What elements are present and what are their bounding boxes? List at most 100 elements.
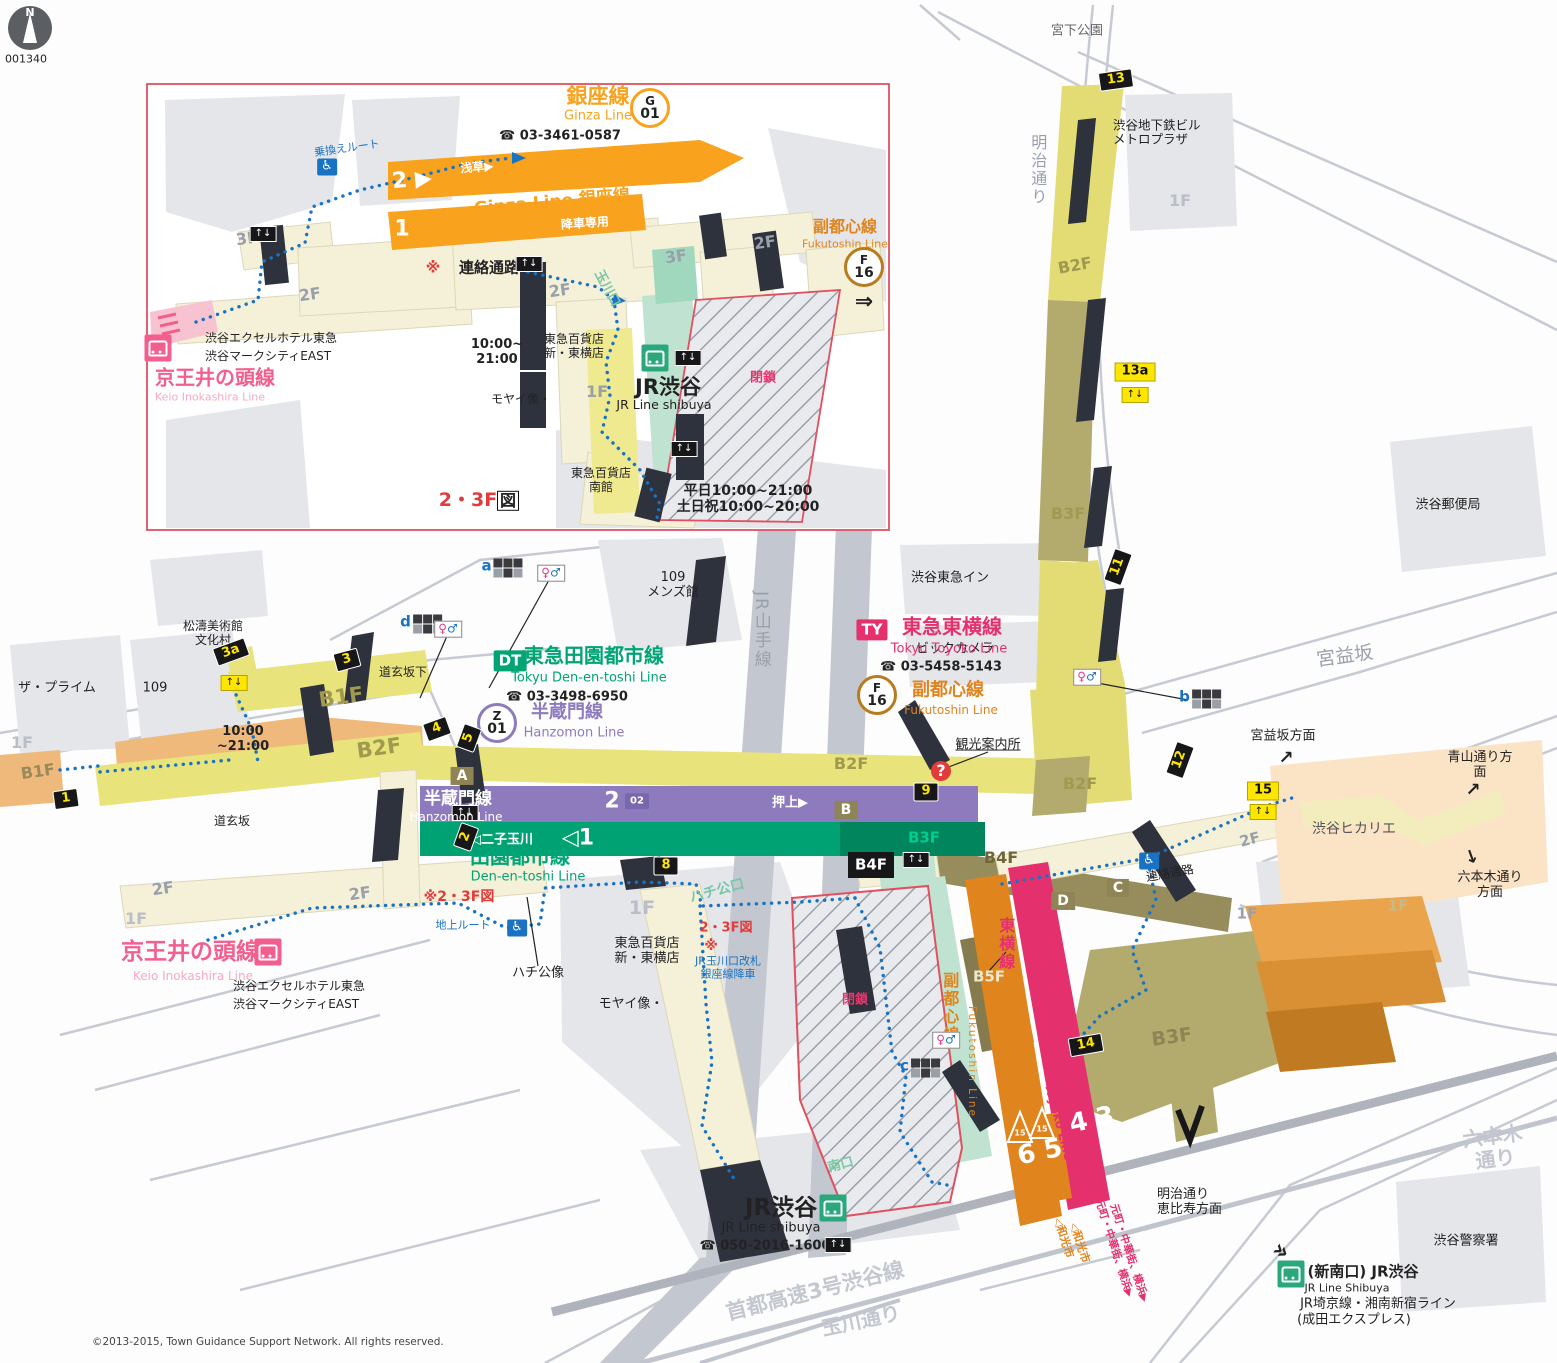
dogenzaka-shita: 道玄坂下 bbox=[378, 665, 428, 680]
female-icon: ♀ bbox=[438, 621, 448, 636]
facility-badge-c: c bbox=[900, 1058, 940, 1078]
figure-ref-center: 2・3F図 bbox=[699, 920, 753, 936]
escalator-icon: ↑↓ bbox=[674, 350, 702, 366]
oshiage: 押上▶ bbox=[772, 795, 808, 811]
escalator-icon: ↑↓ bbox=[902, 852, 930, 868]
tokyu-dept-main: 東急百貨店 新・東横店 bbox=[614, 936, 680, 966]
bldg-109: 109 bbox=[142, 680, 168, 696]
inset-hotel-1: 渋谷エクセルホテル東急 bbox=[205, 331, 338, 346]
corridor-badge-a: A bbox=[450, 766, 474, 786]
meiji-dori: 明治通り bbox=[1028, 134, 1048, 206]
inset-ginza-title: 銀座線 bbox=[566, 83, 630, 108]
corridor-badge-d: D bbox=[1051, 891, 1075, 911]
compass-n-label: N bbox=[25, 6, 35, 19]
female-icon: ♀ bbox=[936, 1032, 946, 1047]
hanzomon-band bbox=[420, 786, 978, 822]
badge-ty: TY bbox=[856, 619, 888, 641]
inset-renraku: 連絡通路 bbox=[458, 258, 520, 277]
escalator-icon: ↑↓ bbox=[670, 441, 698, 457]
train-glyph bbox=[823, 1200, 843, 1216]
inset-fukutoshin-arrow: ⇒ bbox=[854, 289, 874, 315]
restroom-icon: ♀♂ bbox=[1073, 668, 1101, 686]
restroom-icon: ♀♂ bbox=[537, 564, 565, 582]
jr-main-tel: ☎ 050-2016-1600 bbox=[699, 1238, 831, 1254]
male-icon: ♂ bbox=[945, 1032, 956, 1047]
inset-jr-shibuya-en: JR Line shibuya bbox=[616, 396, 712, 412]
inset-hours: 平日10:00~21:00 土日祝10:00~20:00 bbox=[676, 482, 820, 515]
compass-needle-icon bbox=[23, 13, 37, 43]
tokyu-inn: 渋谷東急イン bbox=[910, 570, 990, 586]
bldg-109-mens: 109 メンズ館 bbox=[647, 570, 699, 600]
floor-b5f: B5F bbox=[972, 967, 1006, 986]
fukutoshin-title: 副都心線 bbox=[912, 679, 984, 701]
fukutoshin-vertical: 副都心線 bbox=[940, 972, 960, 1044]
exit-8: 8 bbox=[654, 857, 678, 875]
male-icon: ♂ bbox=[1086, 669, 1097, 684]
train-glyph bbox=[645, 350, 665, 366]
wheelchair-icon: ♿ bbox=[317, 158, 337, 176]
arrow-miyamasu: ↗ bbox=[1278, 747, 1294, 769]
fukutoshin-en: Fukutoshin Line bbox=[904, 703, 998, 718]
hotel-main-2: 渋谷マークシティEAST bbox=[233, 997, 360, 1012]
newsouth-line2: (成田エクスプレス) bbox=[1297, 1312, 1411, 1328]
floor-2f-midleft: 2F bbox=[347, 882, 373, 905]
hachiko-statue: ハチ公像 bbox=[511, 965, 565, 981]
keio-train-icon-main bbox=[254, 938, 282, 966]
ty-tel: ☎ 03-5458-5143 bbox=[880, 659, 1002, 675]
jr-train-icon-inset bbox=[641, 344, 669, 372]
exit-9: 9 bbox=[914, 783, 938, 801]
jr-train-icon-main bbox=[819, 1194, 847, 1222]
inset-platform1: 1 bbox=[394, 216, 410, 242]
wheelchair-icon: ♿ bbox=[507, 919, 527, 937]
inset-ginza-tel: ☎ 03-3461-0587 bbox=[499, 128, 621, 144]
inset-figure-zu: 図 bbox=[496, 490, 520, 512]
corridor-badge-c: C bbox=[1106, 878, 1130, 898]
hotel-main-1: 渋谷エクセルホテル東急 bbox=[233, 979, 366, 994]
barrier-free-routes bbox=[58, 686, 1294, 1188]
floor-b3f-band: B3F bbox=[907, 828, 941, 847]
toyoko-platform bbox=[1008, 862, 1110, 1210]
ground-route: 地上ルート bbox=[435, 918, 491, 932]
jr-yamanote: JR山手線 bbox=[750, 591, 771, 669]
figure-ref-left: ※2・3F図 bbox=[423, 888, 495, 905]
escalator-icon: ↑↓ bbox=[451, 805, 479, 821]
floor-b3f-topright: B3F bbox=[1050, 503, 1086, 523]
inset-keio-title: 京王井の頭線 bbox=[155, 365, 275, 390]
inset-closed: 閉鎖 bbox=[749, 370, 777, 386]
floor-1f-midleft: 1F bbox=[124, 908, 148, 928]
train-glyph bbox=[258, 944, 278, 960]
keio-title: 京王井の頭線 bbox=[121, 938, 259, 965]
escalator-icon-3a: ↑↓ bbox=[220, 675, 248, 691]
floor-2f-left: 2F bbox=[150, 877, 176, 900]
female-icon: ♀ bbox=[541, 565, 551, 580]
dt-tel: ☎ 03-3498-6950 bbox=[506, 689, 628, 705]
denentoshi-en: Den-en-toshi Line bbox=[470, 869, 586, 885]
fukutoshin-vertical-en: Fukutoshin Line bbox=[966, 1006, 979, 1118]
wheelchair-icon: ♿ bbox=[1139, 852, 1159, 870]
train-glyph bbox=[148, 340, 168, 356]
hanzomon-title: 半蔵門線 bbox=[531, 701, 603, 723]
keio-train-icon bbox=[144, 334, 172, 362]
escalator-icon: ↑↓ bbox=[249, 226, 277, 242]
dt-title: 東急田園都市線 bbox=[524, 643, 664, 668]
moyai-main: モヤイ像・ bbox=[598, 996, 664, 1012]
ty-title: 東急東横線 bbox=[902, 614, 1002, 639]
post-office: 渋谷郵便局 bbox=[1415, 497, 1481, 513]
inset-floor-2f-a: 2F bbox=[297, 283, 323, 306]
car-marker-15a: 15 bbox=[1014, 1128, 1026, 1138]
inset-hours-left: 10:00~ 21:00 bbox=[470, 337, 524, 367]
newsouth-en: JR Line Shibuya bbox=[1304, 1281, 1390, 1295]
closed-main: 閉鎖 bbox=[841, 992, 869, 1008]
exit-1: 1 bbox=[53, 789, 79, 809]
inset-floor-2f-c: 2F bbox=[752, 231, 778, 254]
floor-1f-fareast: 1F bbox=[1387, 896, 1409, 915]
hanzomon-02: 02 bbox=[625, 793, 649, 809]
jr-main-title: JR渋谷 bbox=[744, 1194, 818, 1221]
badge-dt: DT bbox=[493, 650, 527, 672]
floor-b4f-main: B4F bbox=[983, 847, 1019, 867]
toyoko-vertical: 東横線 bbox=[996, 917, 1016, 971]
inset-hotel-2: 渋谷マークシティEAST bbox=[205, 349, 332, 364]
hours-left: 10:00 ~21:00 bbox=[216, 724, 270, 754]
